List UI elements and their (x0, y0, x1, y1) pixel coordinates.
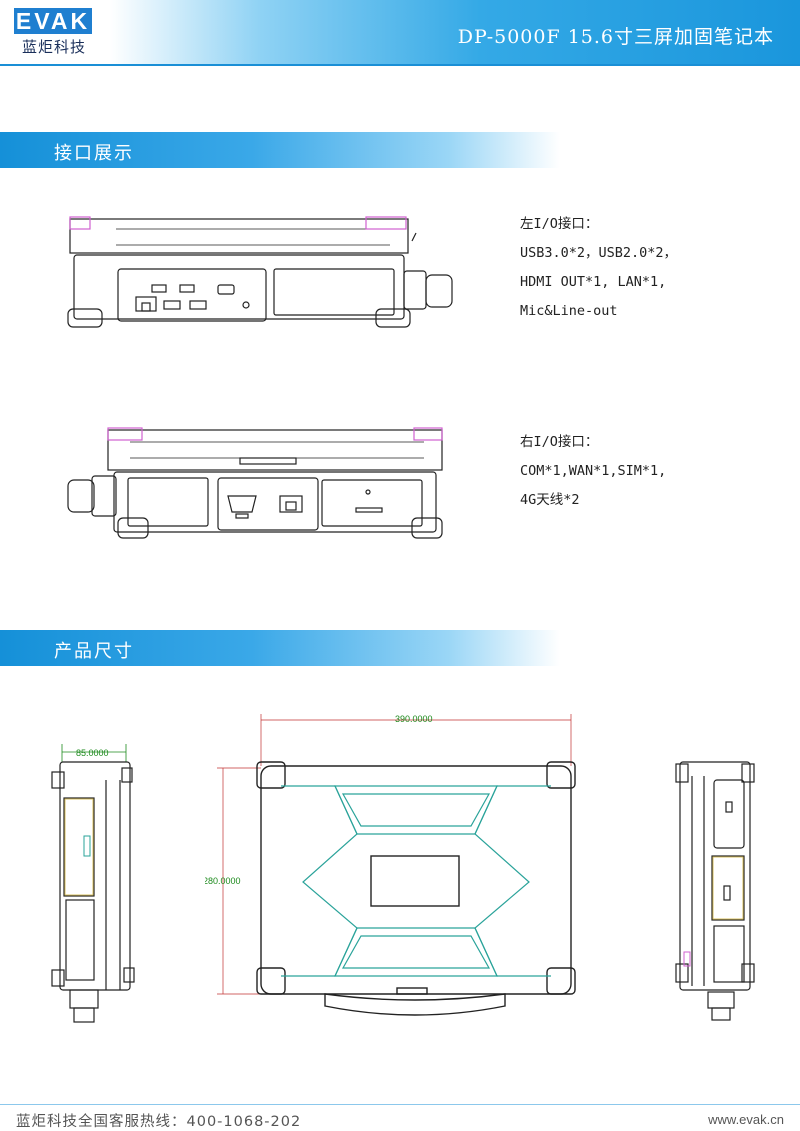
width-dimension-label: 390.0000 (395, 714, 433, 724)
right-io-title: 右I/O接口： (520, 434, 599, 450)
section-banner-dimensions: 产品尺寸 (0, 630, 560, 666)
depth-dimension-label: 85.0000 (76, 748, 109, 758)
right-io-spec: 右I/O接口： COM*1,WAN*1,SIM*1, 4G天线*2 (520, 428, 666, 515)
right-profile-drawing (675, 761, 755, 1021)
top-view-drawing: 390.0000 280.0000 (205, 714, 576, 1016)
section-banner-interfaces: 接口展示 (0, 132, 560, 168)
footer-website[interactable]: www.evak.cn (708, 1112, 784, 1127)
left-io-line: USB3.0*2，USB2.0*2， (520, 245, 678, 261)
left-io-line: Mic&Line-out (520, 303, 618, 319)
right-side-view-drawing (67, 427, 443, 539)
footer-divider (0, 1104, 800, 1105)
section-title-interfaces: 接口展示 (54, 143, 134, 164)
left-profile-drawing: 85.0000 (51, 744, 135, 1023)
left-io-spec: 左I/O接口： USB3.0*2，USB2.0*2， HDMI OUT*1, L… (520, 210, 677, 326)
header-divider (0, 64, 800, 66)
page-header (0, 0, 800, 66)
logo-company-name: 蓝炬科技 (21, 38, 86, 56)
height-dimension-label: 280.0000 (205, 876, 241, 886)
left-io-line: HDMI OUT*1, LAN*1, (520, 274, 667, 290)
logo-mark: EVAK (14, 8, 92, 34)
left-side-view-drawing (67, 216, 453, 328)
section-title-dimensions: 产品尺寸 (54, 641, 134, 662)
footer-hotline: 蓝炬科技全国客服热线：400-1068-202 (16, 1114, 302, 1130)
right-io-line: 4G天线*2 (520, 492, 580, 508)
right-io-line: COM*1,WAN*1,SIM*1, (520, 463, 667, 479)
logo-mark-text: EVAK (15, 8, 91, 34)
document-title: DP-5000F 15.6寸三屏加固笔记本 (457, 26, 774, 48)
left-io-title: 左I/O接口： (520, 216, 599, 232)
